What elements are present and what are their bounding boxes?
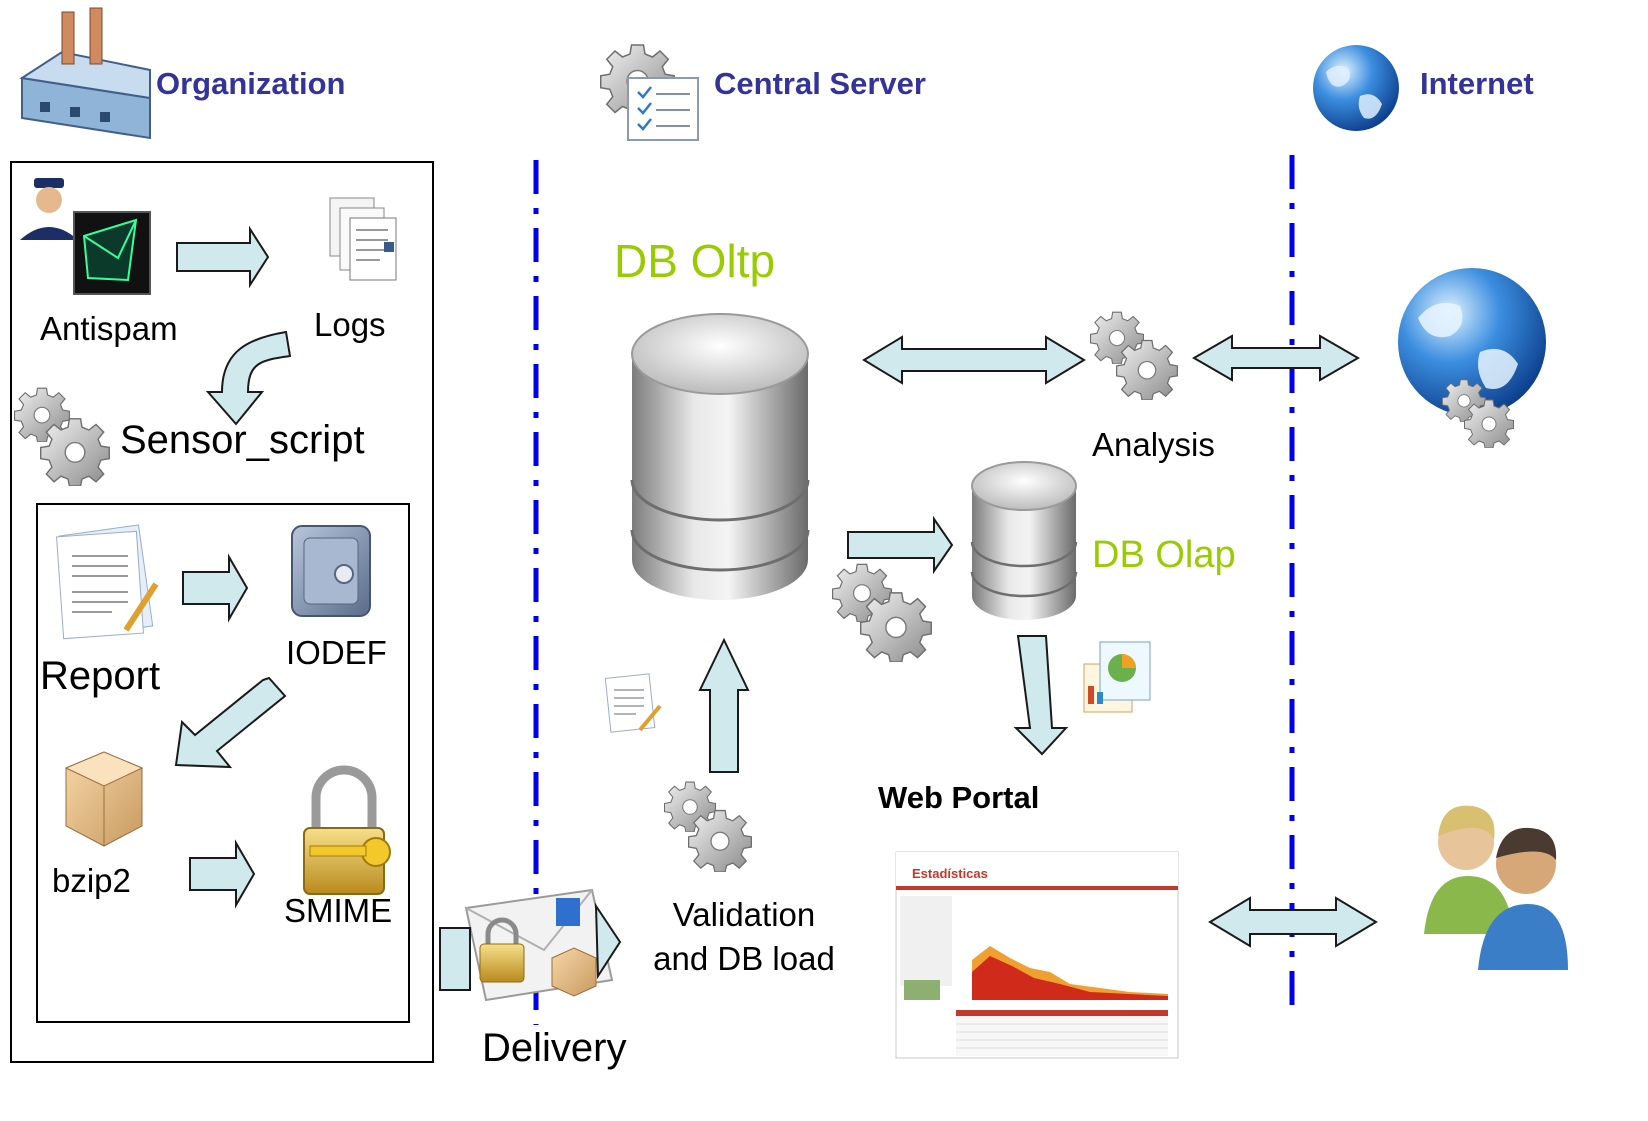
package-icon	[64, 751, 144, 847]
label-delivery: Delivery	[482, 1026, 627, 1070]
chart-documents-icon	[1083, 641, 1151, 713]
globe-icon	[1398, 268, 1546, 448]
web-portal-screenshot: Estadísticas	[895, 851, 1179, 1059]
label-bzip2: bzip2	[52, 862, 131, 899]
label-db-olap: DB Olap	[1092, 534, 1236, 576]
users-icon	[1424, 805, 1568, 970]
report-process-box	[36, 503, 410, 1023]
arrow-logs-to-sensor	[205, 330, 292, 426]
arrow-antispam-to-logs	[176, 225, 270, 289]
label-antispam: Antispam	[40, 310, 178, 347]
label-validation-line1: Validation	[672, 896, 816, 933]
padlock-key-icon	[303, 765, 391, 895]
arrow-iodef-to-bzip2	[174, 676, 287, 769]
arrow-bzip2-to-smime	[189, 839, 256, 909]
arrow-olap-to-portal	[1013, 635, 1069, 756]
arrow-analysis-internet	[1192, 334, 1360, 382]
arrow-smime-to-delivery	[439, 927, 471, 991]
gears-icon	[832, 563, 932, 662]
label-report: Report	[40, 654, 161, 698]
portal-title: Estadísticas	[912, 866, 988, 881]
label-validation-line2: and DB load	[653, 940, 835, 977]
organization-box	[10, 161, 434, 1063]
database-icon	[970, 461, 1078, 620]
factory-icon	[19, 7, 151, 140]
report-document-icon	[56, 524, 159, 640]
gears-icon	[1090, 311, 1178, 400]
arrow-report-to-iodef	[182, 553, 249, 623]
mail-envelope-icon	[464, 888, 614, 1002]
envelope-monitor-icon	[73, 211, 151, 295]
globe-icon	[1313, 45, 1399, 131]
arrow-portal-users	[1208, 896, 1378, 948]
arrow-validation-to-oltp	[698, 637, 750, 773]
header-central-server: Central Server	[714, 66, 926, 101]
label-logs: Logs	[314, 306, 386, 343]
label-sensor-script: Sensor_script	[120, 418, 365, 462]
security-guard-icon	[20, 178, 78, 240]
database-icon	[630, 313, 810, 600]
label-analysis: Analysis	[1092, 426, 1215, 463]
arrow-oltp-analysis	[862, 335, 1086, 385]
header-internet: Internet	[1420, 66, 1534, 101]
arrow-oltp-to-olap	[847, 515, 954, 575]
gears-icon	[664, 781, 752, 872]
label-web-portal: Web Portal	[878, 780, 1040, 815]
label-db-oltp: DB Oltp	[614, 235, 776, 287]
documents-icon	[329, 197, 397, 281]
gears-icon	[14, 387, 110, 486]
header-organization: Organization	[156, 66, 346, 101]
label-iodef: IODEF	[286, 634, 387, 671]
gears-checklist-icon	[600, 44, 699, 141]
arrow-delivery-out	[594, 902, 622, 980]
report-document-icon	[604, 673, 662, 733]
label-smime: SMIME	[284, 892, 393, 929]
safe-icon	[291, 525, 371, 617]
